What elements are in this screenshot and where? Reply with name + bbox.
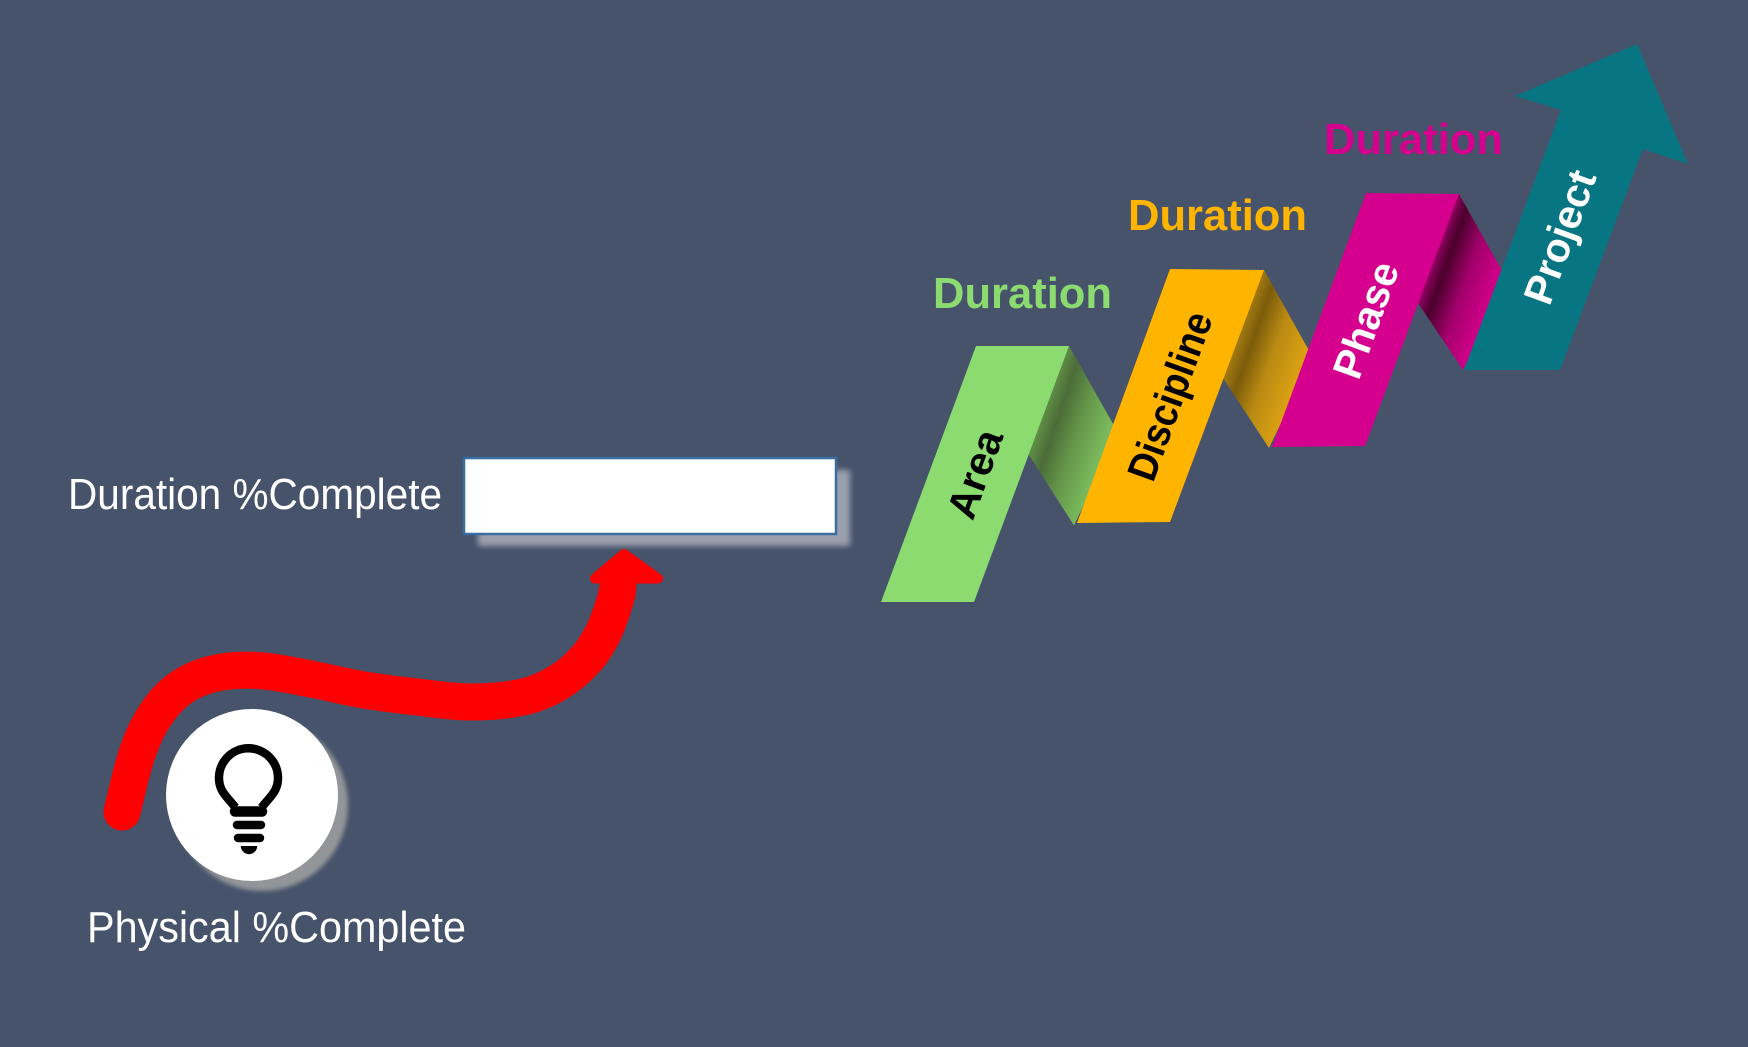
svg-text:Duration: Duration xyxy=(1324,116,1503,164)
svg-text:Duration: Duration xyxy=(933,270,1112,318)
svg-text:Physical %Complete: Physical %Complete xyxy=(87,903,466,952)
svg-text:Duration %Complete: Duration %Complete xyxy=(68,470,442,519)
svg-text:Duration: Duration xyxy=(1128,192,1307,240)
